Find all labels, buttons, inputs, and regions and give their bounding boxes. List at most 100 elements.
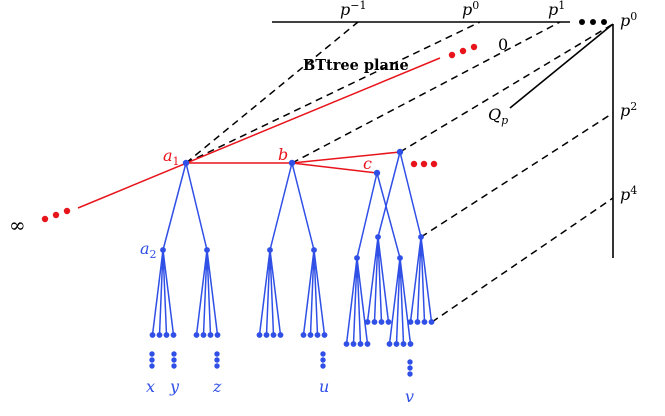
- tree-node: [149, 357, 155, 363]
- tree-node: [263, 332, 270, 338]
- tree-node: [267, 247, 273, 253]
- tree-node: [314, 332, 321, 338]
- zero-label: 0: [498, 35, 508, 54]
- tree-edge: [399, 257, 412, 345]
- tree-edge: [206, 249, 219, 336]
- plane-dots: [41, 43, 478, 223]
- tree-node: [428, 319, 435, 325]
- tree-edge: [269, 249, 282, 336]
- tree-node: [156, 332, 163, 338]
- node-label-b: b: [278, 145, 288, 164]
- top-axis-label-pminus1: p−1: [340, 0, 366, 19]
- ellipsis-dot: [410, 160, 418, 168]
- tree-node: [300, 332, 307, 338]
- tree-node: [396, 148, 404, 156]
- qp-line: [509, 23, 614, 109]
- tree-node: [373, 169, 381, 177]
- tree-edge: [356, 257, 362, 345]
- tree-edge: [395, 257, 401, 345]
- tree-node: [160, 247, 166, 253]
- tree-node: [350, 341, 357, 347]
- tree-node: [270, 332, 277, 338]
- tree-edge: [158, 249, 164, 336]
- top-axis-dot: [601, 19, 607, 25]
- tree-edge: [162, 162, 187, 251]
- tree-edge: [291, 162, 315, 251]
- tree-edge: [377, 236, 383, 323]
- leaf-label-z: z: [212, 377, 222, 396]
- ellipsis-dot: [459, 47, 467, 55]
- tree-node: [320, 363, 326, 369]
- node-label-c: c: [363, 154, 372, 173]
- tree-edge: [302, 249, 315, 336]
- tree-node: [171, 363, 177, 369]
- tree-node: [149, 332, 156, 338]
- axis-lines: [272, 19, 614, 258]
- tree-edge: [420, 236, 433, 323]
- tree-edge: [206, 249, 212, 336]
- ellipsis-dot: [448, 51, 456, 59]
- tree-edge: [352, 257, 358, 345]
- projection-lines: [185, 21, 614, 323]
- top-axis-dot: [579, 19, 585, 25]
- tree-node: [397, 255, 403, 261]
- edge-b-apex: [291, 151, 401, 164]
- right-axis-label-p0: p0: [620, 10, 637, 30]
- tree-node: [386, 341, 393, 347]
- tree-edge: [265, 249, 271, 336]
- tree-node: [418, 234, 424, 240]
- top-axis-label-p0: p0: [462, 0, 479, 19]
- tree-edge: [162, 249, 168, 336]
- tree-node: [320, 357, 326, 363]
- leaf-label-u: u: [319, 377, 329, 396]
- tree-edge: [195, 249, 208, 336]
- tree-edge: [258, 249, 271, 336]
- tree-node: [407, 371, 413, 377]
- right-axis-label-p2: p2: [620, 100, 637, 120]
- tree-edge: [416, 236, 422, 323]
- tree-node: [343, 341, 350, 347]
- tree-node: [320, 351, 326, 357]
- ellipsis-dot: [420, 160, 428, 168]
- leaf-label-v: v: [405, 387, 414, 406]
- tree-edge: [309, 249, 315, 336]
- tree-edge: [366, 236, 379, 323]
- tree-edge: [377, 151, 401, 238]
- tree-edge: [269, 249, 275, 336]
- tree-edge: [151, 249, 164, 336]
- tree-node: [311, 247, 317, 253]
- plane-ray: [77, 57, 441, 209]
- tree-node: [207, 332, 214, 338]
- ellipsis-dot: [41, 215, 49, 223]
- tree-node: [400, 341, 407, 347]
- tree-edge: [313, 249, 326, 336]
- tree-edge: [377, 236, 390, 323]
- infinity-label: ∞: [9, 213, 26, 237]
- tree-node: [375, 234, 381, 240]
- tree-node: [421, 319, 428, 325]
- tree-node: [364, 319, 371, 325]
- tree-node: [214, 332, 221, 338]
- tree-node: [171, 351, 177, 357]
- tree-edge: [399, 257, 405, 345]
- tree-node: [288, 159, 296, 167]
- tree-edge: [345, 257, 358, 345]
- tree-edges: [151, 151, 433, 345]
- tree-node: [171, 357, 177, 363]
- ellipsis-dot: [52, 211, 60, 219]
- tree-node: [407, 341, 414, 347]
- tree-node: [378, 319, 385, 325]
- tree-edge: [162, 249, 175, 336]
- edge-b-c: [291, 162, 378, 174]
- leaf-label-y: y: [169, 377, 180, 396]
- tree-node: [214, 351, 220, 357]
- right-axis-label-p4: p4: [620, 184, 637, 204]
- dash-b-to-p1: [291, 21, 561, 164]
- tree-node: [170, 332, 177, 338]
- tree-node: [163, 332, 170, 338]
- tree-node: [149, 351, 155, 357]
- tree-edge: [420, 236, 426, 323]
- node-label-a2: a2: [140, 239, 157, 261]
